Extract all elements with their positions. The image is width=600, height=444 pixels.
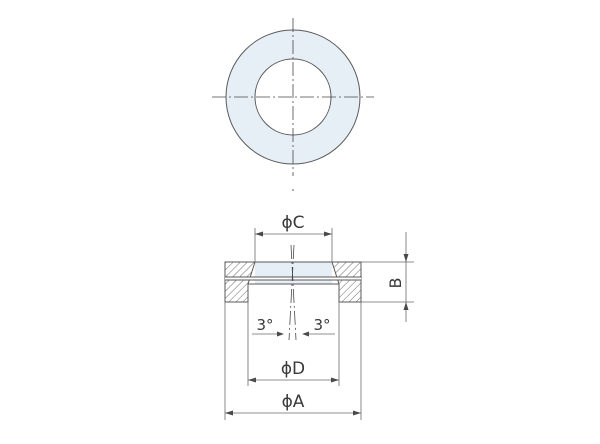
angle-right-label: 3° (313, 316, 330, 334)
phi-c-label: ϕC (281, 213, 304, 233)
dimension-b: B (361, 232, 414, 322)
dimension-angles: 3° 3° (247, 302, 340, 386)
top-view (212, 18, 374, 191)
dimension-phi-a: ϕA (224, 302, 362, 420)
b-label: B (386, 278, 405, 289)
dimension-phi-d: ϕD (248, 359, 339, 383)
dimension-phi-c: ϕC (254, 213, 333, 262)
left-section-hatch (224, 261, 256, 303)
angle-left-label: 3° (256, 316, 273, 334)
phi-d-label: ϕD (281, 359, 305, 379)
right-section-hatch (331, 261, 362, 303)
phi-a-label: ϕA (282, 392, 305, 412)
section-view (224, 244, 362, 341)
